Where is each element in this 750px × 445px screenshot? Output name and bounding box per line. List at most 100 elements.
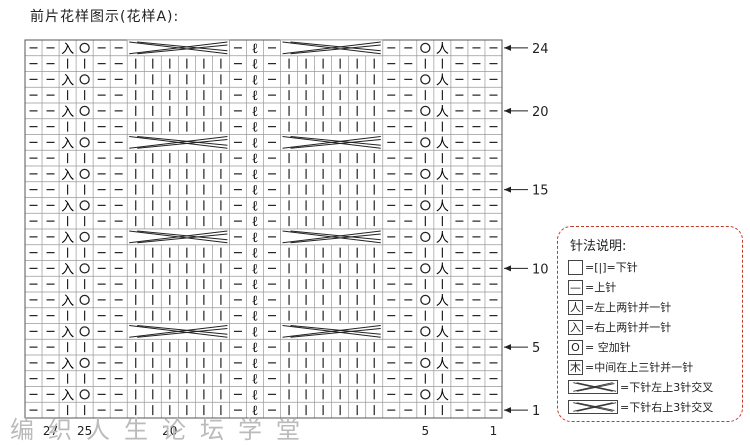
twisted-stitch: ℓ [252,261,259,277]
cable-line [290,139,381,149]
cable-line [290,233,381,244]
legend-box: 针法说明: =[|]=下针 — =上针 人 =左上两针并一针 入 =右上两针并一… [557,226,743,422]
decrease-stitch: 人 [436,42,449,57]
decrease-stitch: 入 [61,294,74,309]
purl-symbol: — [568,279,583,295]
knit-symbol [568,259,583,275]
k2tog-symbol: 人 [568,299,583,315]
yarn-over-stitch [420,326,431,337]
twisted-stitch: ℓ [252,387,259,403]
yarn-over-stitch [420,231,431,243]
legend-purl: — =上针 [568,279,616,295]
row-label: 1 [532,404,540,419]
legend-purl-text: =上针 [585,281,617,294]
legend-knit-text: =[|]=下针 [585,261,638,274]
yo-symbol: O [568,339,583,355]
twisted-stitch: ℓ [252,183,259,199]
legend-title: 针法说明: [570,239,627,254]
twisted-stitch: ℓ [252,88,259,104]
twisted-stitch: ℓ [252,167,259,183]
twisted-stitch: ℓ [252,340,259,356]
decrease-stitch: 入 [61,357,74,372]
twisted-stitch: ℓ [252,324,259,340]
yarn-over-stitch [79,231,90,243]
twisted-stitch: ℓ [252,277,259,293]
decrease-stitch: 人 [436,105,449,120]
twisted-stitch: ℓ [252,57,259,73]
cable-line [290,136,381,146]
cable-line [129,41,228,55]
row-label: 24 [532,42,549,57]
yarn-over-stitch [79,42,90,54]
row-arrow-head [504,107,511,114]
legend-k2tog-text: =左上两针并一针 [585,301,672,314]
col-label: 20 [162,424,177,438]
chart-title: 前片花样图示(花样A): [30,9,180,25]
twisted-stitch: ℓ [252,356,259,372]
twisted-stitch: ℓ [252,41,259,57]
cable-line [129,230,228,244]
yarn-over-stitch [420,294,431,306]
decrease-stitch: 人 [436,357,449,372]
cable-line [290,230,381,241]
decrease-stitch: 入 [61,73,74,88]
twisted-stitch: ℓ [252,214,259,230]
cable-line [137,44,228,55]
yarn-over-stitch [79,105,90,117]
row-arrow-head [504,407,511,414]
decrease-stitch: 入 [61,42,74,57]
row-label: 20 [532,105,549,120]
row-label: 5 [532,341,540,356]
cable-line [282,325,381,338]
ssk-symbol: 入 [568,319,583,335]
twisted-stitch: ℓ [252,293,259,309]
twisted-stitch: ℓ [252,198,259,214]
cable-line [282,230,381,244]
cable-line [137,230,228,241]
yarn-over-stitch [79,168,90,180]
legend-cdd-text: =中间在上三针并一针 [585,361,694,374]
yarn-over-stitch [420,42,431,54]
cable-line [290,41,381,52]
cable-line [129,136,228,149]
cable-line [129,325,228,338]
yarn-over-stitch [420,137,431,148]
twisted-stitch: ℓ [252,72,259,88]
twisted-stitch: ℓ [252,120,259,136]
twisted-stitch: ℓ [252,135,259,151]
yarn-over-stitch [79,357,90,369]
yarn-over-stitch [420,263,431,274]
cable-line [290,328,381,338]
yarn-over-stitch [79,294,90,306]
legend-knit: =[|]=下针 [568,259,638,275]
decrease-stitch: 入 [61,388,74,403]
decrease-stitch: 入 [61,168,74,183]
yarn-over-stitch [79,74,90,85]
cable-line [137,41,228,52]
legend-yo: O = 空加针 [568,339,631,355]
cable-line [282,41,381,55]
legend-k2tog: 人 =左上两针并一针 [568,299,671,315]
col-label: 5 [422,424,430,438]
watermark: 编织人生论坛学堂 [10,416,314,444]
row-label: 15 [532,184,549,199]
col-label: 1 [490,424,498,438]
cdd-symbol: 木 [568,359,583,375]
legend-yo-text: = 空加针 [585,341,631,354]
yarn-over-stitch [79,263,90,274]
decrease-stitch: 入 [61,231,74,246]
col-label: 27 [43,424,58,438]
legend-cable-right: =下针右上3针交叉 [568,399,713,415]
cable-right-symbol [568,400,618,414]
row-arrow-head [504,265,511,272]
yarn-over-stitch [420,74,431,85]
yarn-over-stitch [79,200,90,211]
yarn-over-stitch [420,105,431,117]
col-label: 25 [77,424,92,438]
twisted-stitch: ℓ [252,246,259,262]
cable-line [282,136,381,149]
legend-cable-right-text: =下针右上3针交叉 [620,401,714,414]
decrease-stitch: 人 [436,73,449,88]
legend-cdd: 木 =中间在上三针并一针 [568,359,693,375]
